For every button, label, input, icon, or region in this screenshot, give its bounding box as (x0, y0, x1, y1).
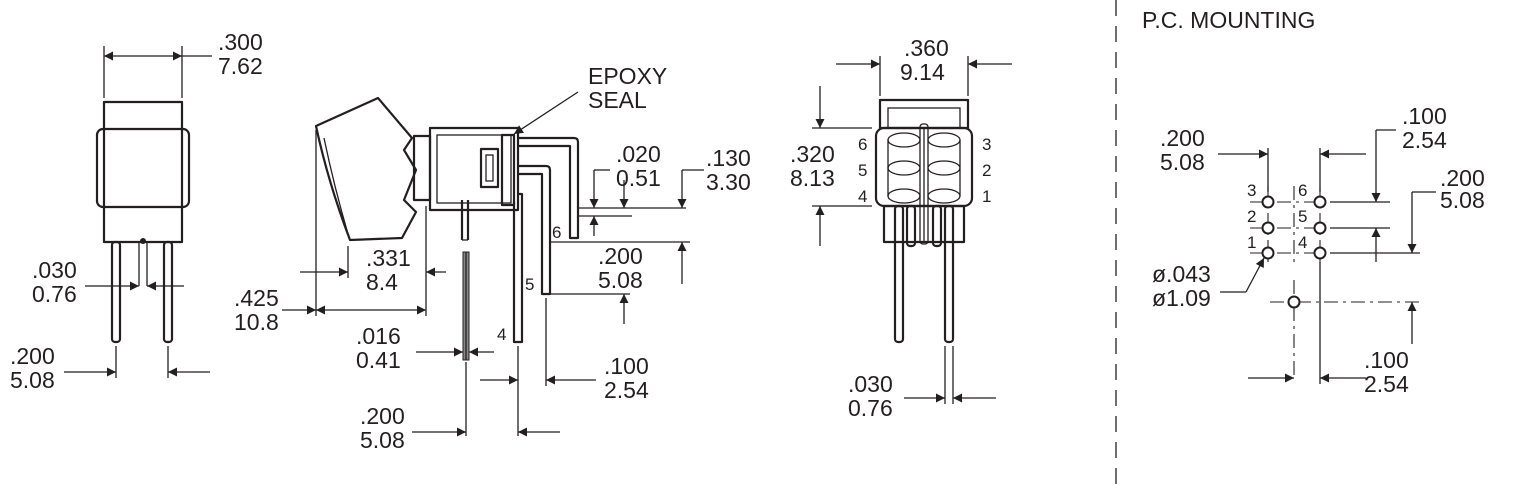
side-width-in: .300 (218, 29, 263, 55)
bottom-spacing-dimension: .200 5.08 (360, 362, 560, 453)
row-pitch-dimension: .100 2.54 (1330, 103, 1447, 262)
end-view-pins (893, 204, 955, 344)
end-pin-right-2: 2 (982, 161, 991, 180)
epoxy-seal-callout: EPOXY SEAL (513, 63, 667, 135)
side-pin-spacing-mm: 5.08 (10, 367, 55, 393)
pc-label-left-3: 1 (1247, 233, 1256, 252)
end-pin-dia-mm: 0.76 (848, 395, 893, 421)
pc-mounting: P.C. MOUNTING 3 2 1 6 5 4 (1142, 7, 1485, 397)
end-height-dimension: .320 8.13 (790, 86, 872, 246)
end-width-in: .360 (904, 35, 949, 61)
pc-label-right-2: 5 (1298, 207, 1307, 226)
offset-in: .100 (1364, 347, 1409, 373)
height-dimension: .130 3.30 (550, 145, 751, 284)
end-height-in: .320 (790, 141, 835, 167)
pc-label-right-3: 4 (1298, 233, 1307, 252)
leg-pitch-in: .100 (604, 353, 649, 379)
col-spacing-dimension: .200 5.08 (1160, 125, 1366, 192)
thickness-dimension: .020 0.51 (578, 141, 686, 236)
offset-dimension: .100 2.54 (1248, 262, 1417, 397)
angle-leads (460, 136, 580, 361)
leg-step-mm: 5.08 (598, 267, 643, 293)
end-pin-dia-in: .030 (848, 371, 893, 397)
rocker-mm: 8.4 (366, 269, 398, 295)
pc-mounting-title: P.C. MOUNTING (1142, 7, 1315, 33)
end-width-mm: 9.14 (900, 59, 945, 85)
hole-dia-callout: ø.043 ø1.09 (1152, 257, 1265, 311)
col-spacing-mm: 5.08 (1160, 149, 1205, 175)
side-view-body (95, 100, 191, 244)
leg-step-in: .200 (598, 243, 643, 269)
side-pin-dia-in: .030 (32, 257, 77, 283)
rocker-dimension: .331 8.4 (300, 130, 446, 316)
mounting-holes (1261, 195, 1327, 309)
end-pin-right-1: 3 (982, 135, 991, 154)
side-pin-spacing-dimension: .200 5.08 (10, 343, 210, 393)
end-view: 6 5 4 3 2 1 .360 9.14 .320 8.13 .030 (790, 35, 1012, 421)
end-width-dimension: .360 9.14 (836, 35, 1012, 96)
wire-mm: 0.41 (356, 347, 401, 373)
row-pitch-mm: 2.54 (1402, 127, 1447, 153)
col-spacing-in: .200 (1160, 125, 1205, 151)
side-view-pins (110, 240, 174, 344)
pc-label-right-1: 6 (1298, 181, 1307, 200)
angle-view: 6 5 4 EPOXY SEAL .020 0.51 .130 3.30 (234, 63, 751, 453)
thickness-mm: 0.51 (616, 165, 661, 191)
overall-in: .425 (234, 285, 279, 311)
end-view-body (874, 98, 974, 245)
bottom-spacing-in: .200 (360, 403, 405, 429)
end-pin-left-2: 5 (858, 161, 867, 180)
epoxy-seal-line1: EPOXY (588, 63, 667, 89)
leg-step-dimension: .200 5.08 (550, 180, 643, 324)
end-pin-right-3: 1 (982, 187, 991, 206)
leg-pitch-mm: 2.54 (604, 377, 649, 403)
hole-dia-mm: ø1.09 (1152, 285, 1211, 311)
wire-dimension: .016 0.41 (356, 323, 494, 373)
side-width-dimension: .300 7.62 (103, 29, 263, 98)
side-pin-dia-mm: 0.76 (32, 281, 77, 307)
wire-in: .016 (356, 323, 401, 349)
side-pin-dia-dimension: .030 0.76 (32, 257, 184, 307)
overall-mm: 10.8 (234, 309, 279, 335)
angle-pin-6: 6 (552, 223, 561, 242)
overall-dimension: .425 10.8 (234, 285, 426, 335)
row-pitch-in: .100 (1402, 103, 1447, 129)
rocker-actuator (314, 96, 418, 242)
row-span-dimension: .200 5.08 (1330, 165, 1485, 254)
side-pin-spacing-in: .200 (10, 343, 55, 369)
row-span-in: .200 (1440, 165, 1485, 191)
angle-pin-5: 5 (525, 275, 534, 294)
side-width-mm: 7.62 (218, 53, 263, 79)
side-view: .300 7.62 .030 0.76 .200 5.08 (10, 29, 263, 393)
angle-body (412, 126, 520, 212)
pc-label-left-1: 3 (1247, 181, 1256, 200)
offset-mm: 2.54 (1364, 371, 1409, 397)
row-span-mm: 5.08 (1440, 187, 1485, 213)
height-in: .130 (706, 145, 751, 171)
bottom-spacing-mm: 5.08 (360, 427, 405, 453)
angle-pin-4: 4 (497, 325, 506, 344)
hole-dia-in: ø.043 (1152, 261, 1211, 287)
epoxy-seal-line2: SEAL (588, 87, 647, 113)
rocker-in: .331 (366, 245, 411, 271)
thickness-in: .020 (616, 141, 661, 167)
pc-label-left-2: 2 (1247, 207, 1256, 226)
leg-pitch-dimension: .100 2.54 (480, 298, 649, 436)
end-pin-left-3: 4 (858, 187, 867, 206)
end-height-mm: 8.13 (790, 165, 835, 191)
end-pin-left-1: 6 (858, 135, 867, 154)
height-mm: 3.30 (706, 169, 751, 195)
end-pin-dia-dimension: .030 0.76 (848, 346, 996, 421)
